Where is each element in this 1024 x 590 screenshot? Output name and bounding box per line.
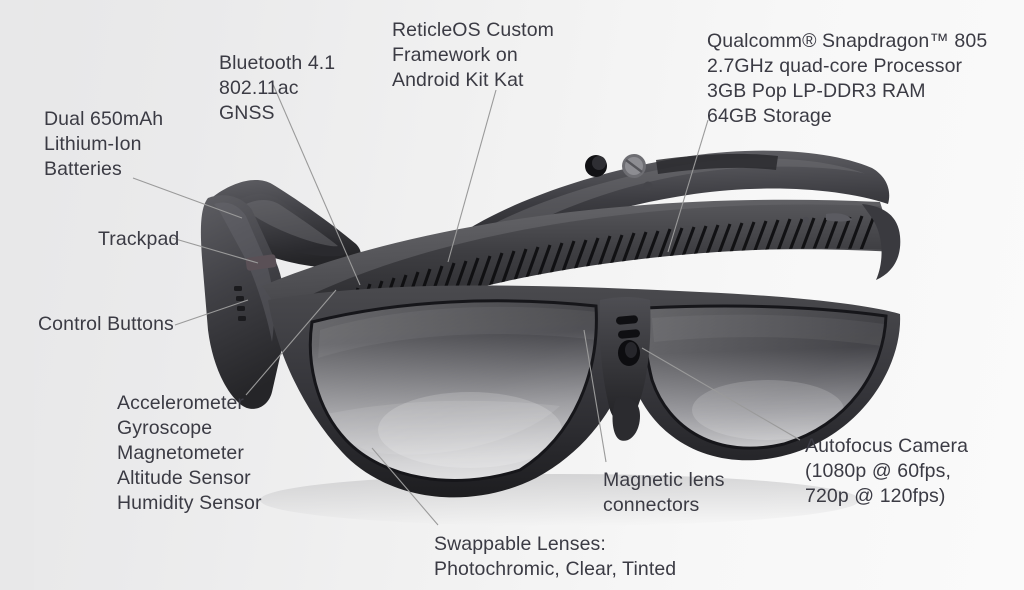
magnetic-lens-connectors — [616, 315, 640, 339]
leader-battery — [132, 177, 243, 219]
trackpad-surface[interactable] — [245, 254, 277, 271]
lens-frame — [268, 285, 901, 498]
leader-trackpad — [171, 237, 259, 264]
callout-processor-memory: Qualcomm® Snapdragon™ 805 2.7GHz quad-co… — [707, 30, 988, 127]
leader-control-buttons — [174, 299, 249, 326]
leader-os — [447, 89, 497, 263]
callout-control-buttons: Control Buttons — [38, 313, 174, 335]
callout-swappable-lenses: Swappable Lenses: Photochromic, Clear, T… — [434, 533, 677, 580]
control-buttons-group[interactable] — [234, 286, 246, 321]
leader-processor — [667, 119, 709, 253]
leader-camera — [641, 347, 801, 441]
callout-trackpad: Trackpad — [98, 228, 180, 250]
callout-autofocus-camera: Autofocus Camera (1080p @ 60fps, 720p @ … — [805, 435, 969, 507]
leader-connectivity — [271, 81, 361, 286]
right-lens — [644, 306, 886, 449]
callout-operating-system: ReticleOS Custom Framework on Android Ki… — [392, 19, 554, 91]
leader-magnetic — [583, 329, 607, 463]
callout-dual-batteries: Dual 650mAh Lithium-Ion Batteries — [44, 108, 164, 180]
callout-sensor-suite: Accelerometer Gyroscope Magnetometer Alt… — [117, 392, 262, 514]
callout-magnetic-lens-connectors: Magnetic lens connectors — [603, 469, 725, 516]
leader-sensors — [245, 289, 337, 396]
callout-wireless-connectivity: Bluetooth 4.1 802.11ac GNSS — [219, 52, 336, 124]
leader-lenses — [371, 447, 439, 526]
right-temple-arm — [470, 150, 890, 258]
